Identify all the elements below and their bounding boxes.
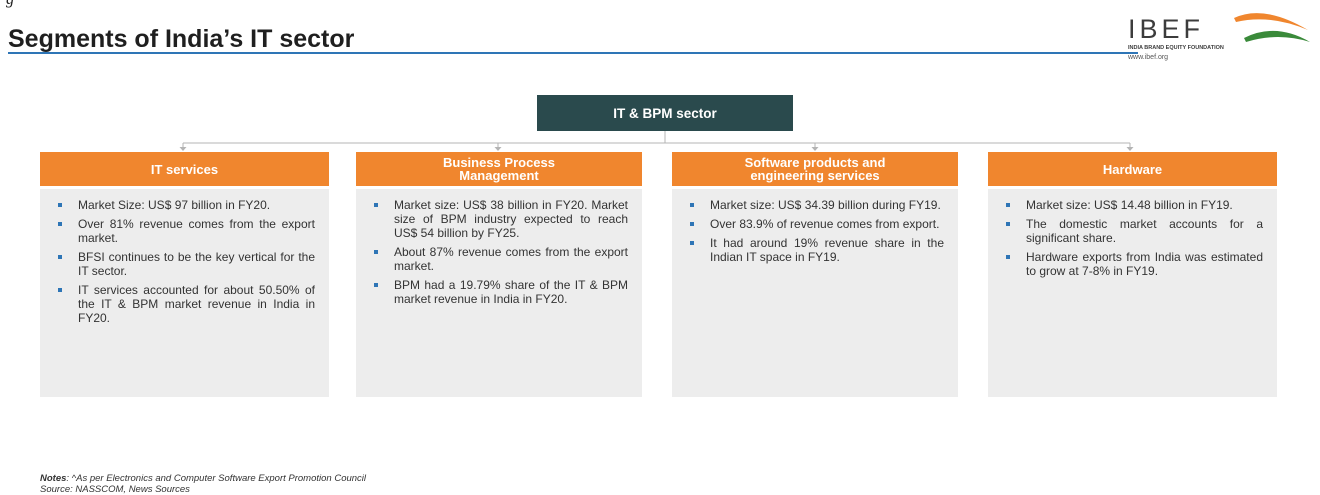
list-item: Hardware exports from India was estimate… xyxy=(1004,250,1263,278)
title-underline xyxy=(8,52,1138,54)
segment-body-software-products: Market size: US$ 34.39 billion during FY… xyxy=(672,189,958,397)
list-item: The domestic market accounts for a signi… xyxy=(1004,217,1263,245)
segment-bullet-list: Market size: US$ 14.48 billion in FY19. … xyxy=(1004,198,1263,278)
list-item: Over 83.9% of revenue comes from export. xyxy=(688,217,944,231)
segment-body-business-process-management: Market size: US$ 38 billion in FY20. Mar… xyxy=(356,189,642,397)
logo-tagline: INDIA BRAND EQUITY FOUNDATION xyxy=(1128,45,1224,51)
segment-body-hardware: Market size: US$ 14.48 billion in FY19. … xyxy=(988,189,1277,397)
segment-header-hardware: Hardware xyxy=(988,152,1277,186)
segment-header-business-process-management: Business Process Management xyxy=(356,152,642,186)
segment-bullet-list: Market Size: US$ 97 billion in FY20. Ove… xyxy=(56,198,315,325)
list-item: Market size: US$ 38 billion in FY20. Mar… xyxy=(372,198,628,240)
page-fragment-text: g xyxy=(6,0,14,9)
segment-header-software-products: Software products and engineering servic… xyxy=(672,152,958,186)
ibef-logo: IBEF INDIA BRAND EQUITY FOUNDATION www.i… xyxy=(1120,8,1320,68)
list-item: About 87% revenue comes from the export … xyxy=(372,245,628,273)
notes-label: Notes xyxy=(40,473,67,484)
list-item: IT services accounted for about 50.50% o… xyxy=(56,283,315,325)
logo-url: www.ibef.org xyxy=(1128,54,1169,61)
notes-text: : ^As per Electronics and Computer Softw… xyxy=(66,473,367,484)
list-item: BPM had a 19.79% share of the IT & BPM m… xyxy=(372,278,628,306)
diagram-connectors xyxy=(179,131,1134,151)
segment-body-it-services: Market Size: US$ 97 billion in FY20. Ove… xyxy=(40,189,329,397)
segment-bullet-list: Market size: US$ 38 billion in FY20. Mar… xyxy=(372,198,628,306)
list-item: Market Size: US$ 97 billion in FY20. xyxy=(56,198,315,212)
list-item: Market size: US$ 34.39 billion during FY… xyxy=(688,198,944,212)
root-node-it-bpm-sector: IT & BPM sector xyxy=(537,95,793,131)
list-item: It had around 19% revenue share in the I… xyxy=(688,236,944,264)
list-item: Over 81% revenue comes from the export m… xyxy=(56,217,315,245)
segment-bullet-list: Market size: US$ 34.39 billion during FY… xyxy=(688,198,944,264)
list-item: Market size: US$ 14.48 billion in FY19. xyxy=(1004,198,1263,212)
page-title: Segments of India’s IT sector xyxy=(8,25,355,53)
footer-notes: Notes: ^As per Electronics and Computer … xyxy=(40,473,366,484)
logo-wordmark: IBEF xyxy=(1128,14,1205,44)
list-item: BFSI continues to be the key vertical fo… xyxy=(56,250,315,278)
segment-header-it-services: IT services xyxy=(40,152,329,186)
tricolour-swoosh-icon xyxy=(1234,13,1310,42)
